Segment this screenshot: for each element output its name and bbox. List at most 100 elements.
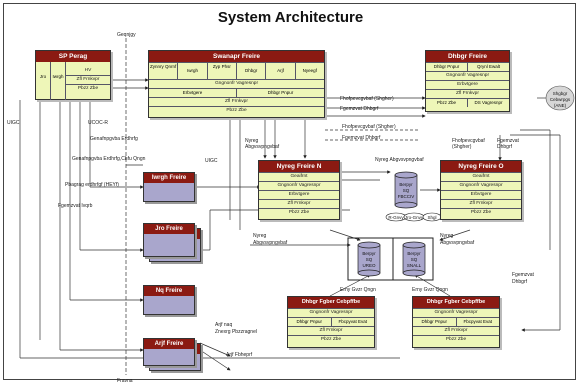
connector-label: Fhofpevcgvbaf (Shgher) [340, 96, 394, 102]
main-row: Dhbgr Pnpur [236, 89, 324, 97]
dhbgr-fgber-cebpffbe-left-box: Dhbgr Fgber Cebpffbe Gngnonfr Vagresnpr … [287, 296, 375, 348]
connector-label: Pbagrag erdhrfgf (HEYf) [65, 182, 119, 188]
connector-label: Nyreg [440, 233, 454, 239]
connector-label: Fhofpevcgvbaf [452, 138, 485, 144]
bottom-left-row: Zfl Frnkvpr [288, 326, 374, 335]
connector-label: UIGC [7, 120, 20, 126]
unit-header: Arjf Freire [144, 339, 194, 349]
nyreg-o-row: Geaifrnt [441, 172, 521, 181]
frnk-db-line1: Berpyr [399, 182, 413, 187]
dhbgr-freire-box: Dhbgr Freire Dhbgr Pnpur Qrynl Ewalt Gngn… [425, 50, 510, 112]
ureo-db-line1: Berpyr [362, 251, 376, 256]
unit-header: Iwrgh Freire [144, 173, 194, 183]
bottom-left-row: Gngnonfr Vagresnpr [288, 308, 374, 317]
connector-label: Fgemzvat Ivqrb [58, 203, 93, 209]
connector-label: Erny Gvzr Qngn [412, 287, 448, 293]
main-cell: Zynnry Qnrnf [150, 64, 177, 69]
connector-label: Nyreg [245, 138, 259, 144]
connector-label: Nyreg [253, 233, 267, 239]
main-cell: Nyeegf [294, 63, 324, 79]
nyreg-o-header: Nyreg Freire O [441, 161, 521, 172]
snall-db-line2: SQ [411, 257, 418, 262]
unit-header: Nq Freire [144, 286, 194, 296]
sp-perag-row: HV [84, 68, 92, 73]
bottom-right-row: Zfl Frnkvpr [413, 326, 499, 335]
connector-label: UIGC [205, 158, 218, 164]
nyreg-o-row: Erbvtgere [441, 190, 521, 199]
top-axis-label: Geqnjgy [117, 32, 136, 38]
dhbgr-row: Dhbgr Pnpur [433, 64, 460, 69]
connector-label: Fgemzvat [512, 272, 534, 278]
dhbgr-row: Qrynl Ewalt [467, 63, 509, 71]
main-cell: Dhbgr [235, 63, 265, 79]
connector-label: Fgemzvat Dhbgrf [340, 106, 379, 112]
connector-label: Fhofpevcgvbaf (Shgher) [342, 124, 396, 130]
dhbgr-row: Zfl Frnkvpr [426, 89, 509, 98]
bottom-right-row: Pbzz Zbe [413, 335, 499, 344]
external-bubble [545, 85, 575, 111]
connector-label: (Shgher) [452, 144, 472, 150]
dhbgr-row: Pbzz Zbe [436, 100, 456, 105]
connector-label: Genafnpgvba Erdhrfg,Chfu Qngn [72, 156, 146, 162]
bubble-line3: (ANE) [554, 103, 567, 108]
nyreg-o-row: Zfl Frnkvpr [441, 199, 521, 208]
nq-freire-box: Nq Freire [143, 285, 195, 315]
connector-label: Dhbgrf [512, 279, 528, 285]
frnk-database [394, 171, 418, 209]
diagram-frame [3, 3, 576, 380]
bottom-right-row: Fbcpyvat Evat [455, 318, 500, 326]
bottom-left-row: Fbcpyvat Evat [330, 318, 375, 326]
bottom-left-row: Pbzz Zbe [288, 335, 374, 344]
ellipse-label-1: R-Gnvy [388, 215, 404, 220]
bottom-left-header: Dhbgr Fgber Cebpffbe [288, 297, 374, 308]
nyreg-freire-n-box: Nyreg Freire N Geaifrnt Gngnonfr Vagresn… [258, 160, 340, 220]
bottom-right-row: Gngnonfr Vagresnpr [413, 308, 499, 317]
nyreg-n-row: Pbzz Zbe [259, 208, 339, 217]
nyreg-freire-o-box: Nyreg Freire O Geaifrnt Gngnonfr Vagresn… [440, 160, 522, 220]
sp-perag-col2: Iwrgh [51, 62, 66, 100]
bottom-right-header: Dhbgr Fgber Cebpffbe [413, 297, 499, 308]
nyreg-n-row: Zfl Frnkvpr [259, 199, 339, 208]
nyreg-n-header: Nyreg Freire N [259, 161, 339, 172]
unit-header: Jro Freire [144, 224, 194, 234]
diagram-title: System Architecture [217, 9, 364, 26]
bubble-line1: Shgbgr [553, 91, 568, 96]
connector-label: Abgvsvpngvbaf [245, 144, 280, 150]
nyreg-n-row: Geaifrnt [259, 172, 339, 181]
connector-label: Genafnpgvba Erdhrfg [90, 136, 138, 142]
snall-db-line1: Berpyr [407, 251, 421, 256]
main-freire-box: Swanapr Freire Zynnry Qnrnf Iwrgh Zyp Ph… [148, 50, 325, 118]
nyreg-o-row: Gngnonfr Vagresnpr [441, 181, 521, 190]
sp-perag-col1: Jro [36, 62, 51, 100]
main-row: Pbzz Zbe [149, 106, 324, 115]
connector-label: Erny Gvzr Qngn [340, 287, 376, 293]
main-row: Zfl Frnkvpr [149, 97, 324, 106]
connector-label: Arjf naq [215, 322, 233, 328]
ellipse-label-3: Shgl [427, 215, 436, 220]
sp-perag-row: Zfl Frnkvpr [66, 75, 110, 84]
dhbgr-header: Dhbgr Freire [426, 51, 509, 62]
ellipse-label-2: Jro-Gnvy [405, 215, 424, 220]
bottom-axis-label: Fravna [117, 378, 133, 384]
main-row: Gngnonfr Vagresnpr [149, 79, 324, 88]
ureo-db-line3: UREO [362, 263, 376, 268]
connector-label: Znexrg Pbzzragnel [215, 329, 257, 335]
connector-label: Fgemzvat Dhbgrf [342, 135, 381, 141]
ureo-database [357, 241, 381, 277]
connector-label: Arjf Fbheprf [226, 352, 253, 358]
snall-db-line3: SNALL [407, 263, 422, 268]
ureo-db-line2: SQ [366, 257, 373, 262]
connector-label: Dhbgrf [497, 144, 513, 150]
connector-label: Abgvsvpngvbaf [253, 240, 288, 246]
dhbgr-row: Erbvtgere [426, 80, 509, 89]
bottom-right-row: Dhbgr Pnpur [421, 319, 447, 324]
main-cell: Zyp Phsr [206, 63, 236, 79]
frnk-db-line2: SQ [403, 188, 410, 193]
dhbgr-fgber-cebpffbe-right-box: Dhbgr Fgber Cebpffbe Gngnonfr Vagresnpr … [412, 296, 500, 348]
dhbgr-row: Gngnonfr Vagresnpr [426, 71, 509, 80]
nyreg-o-row: Pbzz Zbe [441, 208, 521, 217]
sp-perag-header: SP Perag [36, 51, 110, 62]
sp-perag-row: Pbzz Zbe [66, 84, 110, 93]
dhbgr-row: DS Vagresnpr [467, 99, 509, 107]
snall-database [402, 241, 426, 277]
